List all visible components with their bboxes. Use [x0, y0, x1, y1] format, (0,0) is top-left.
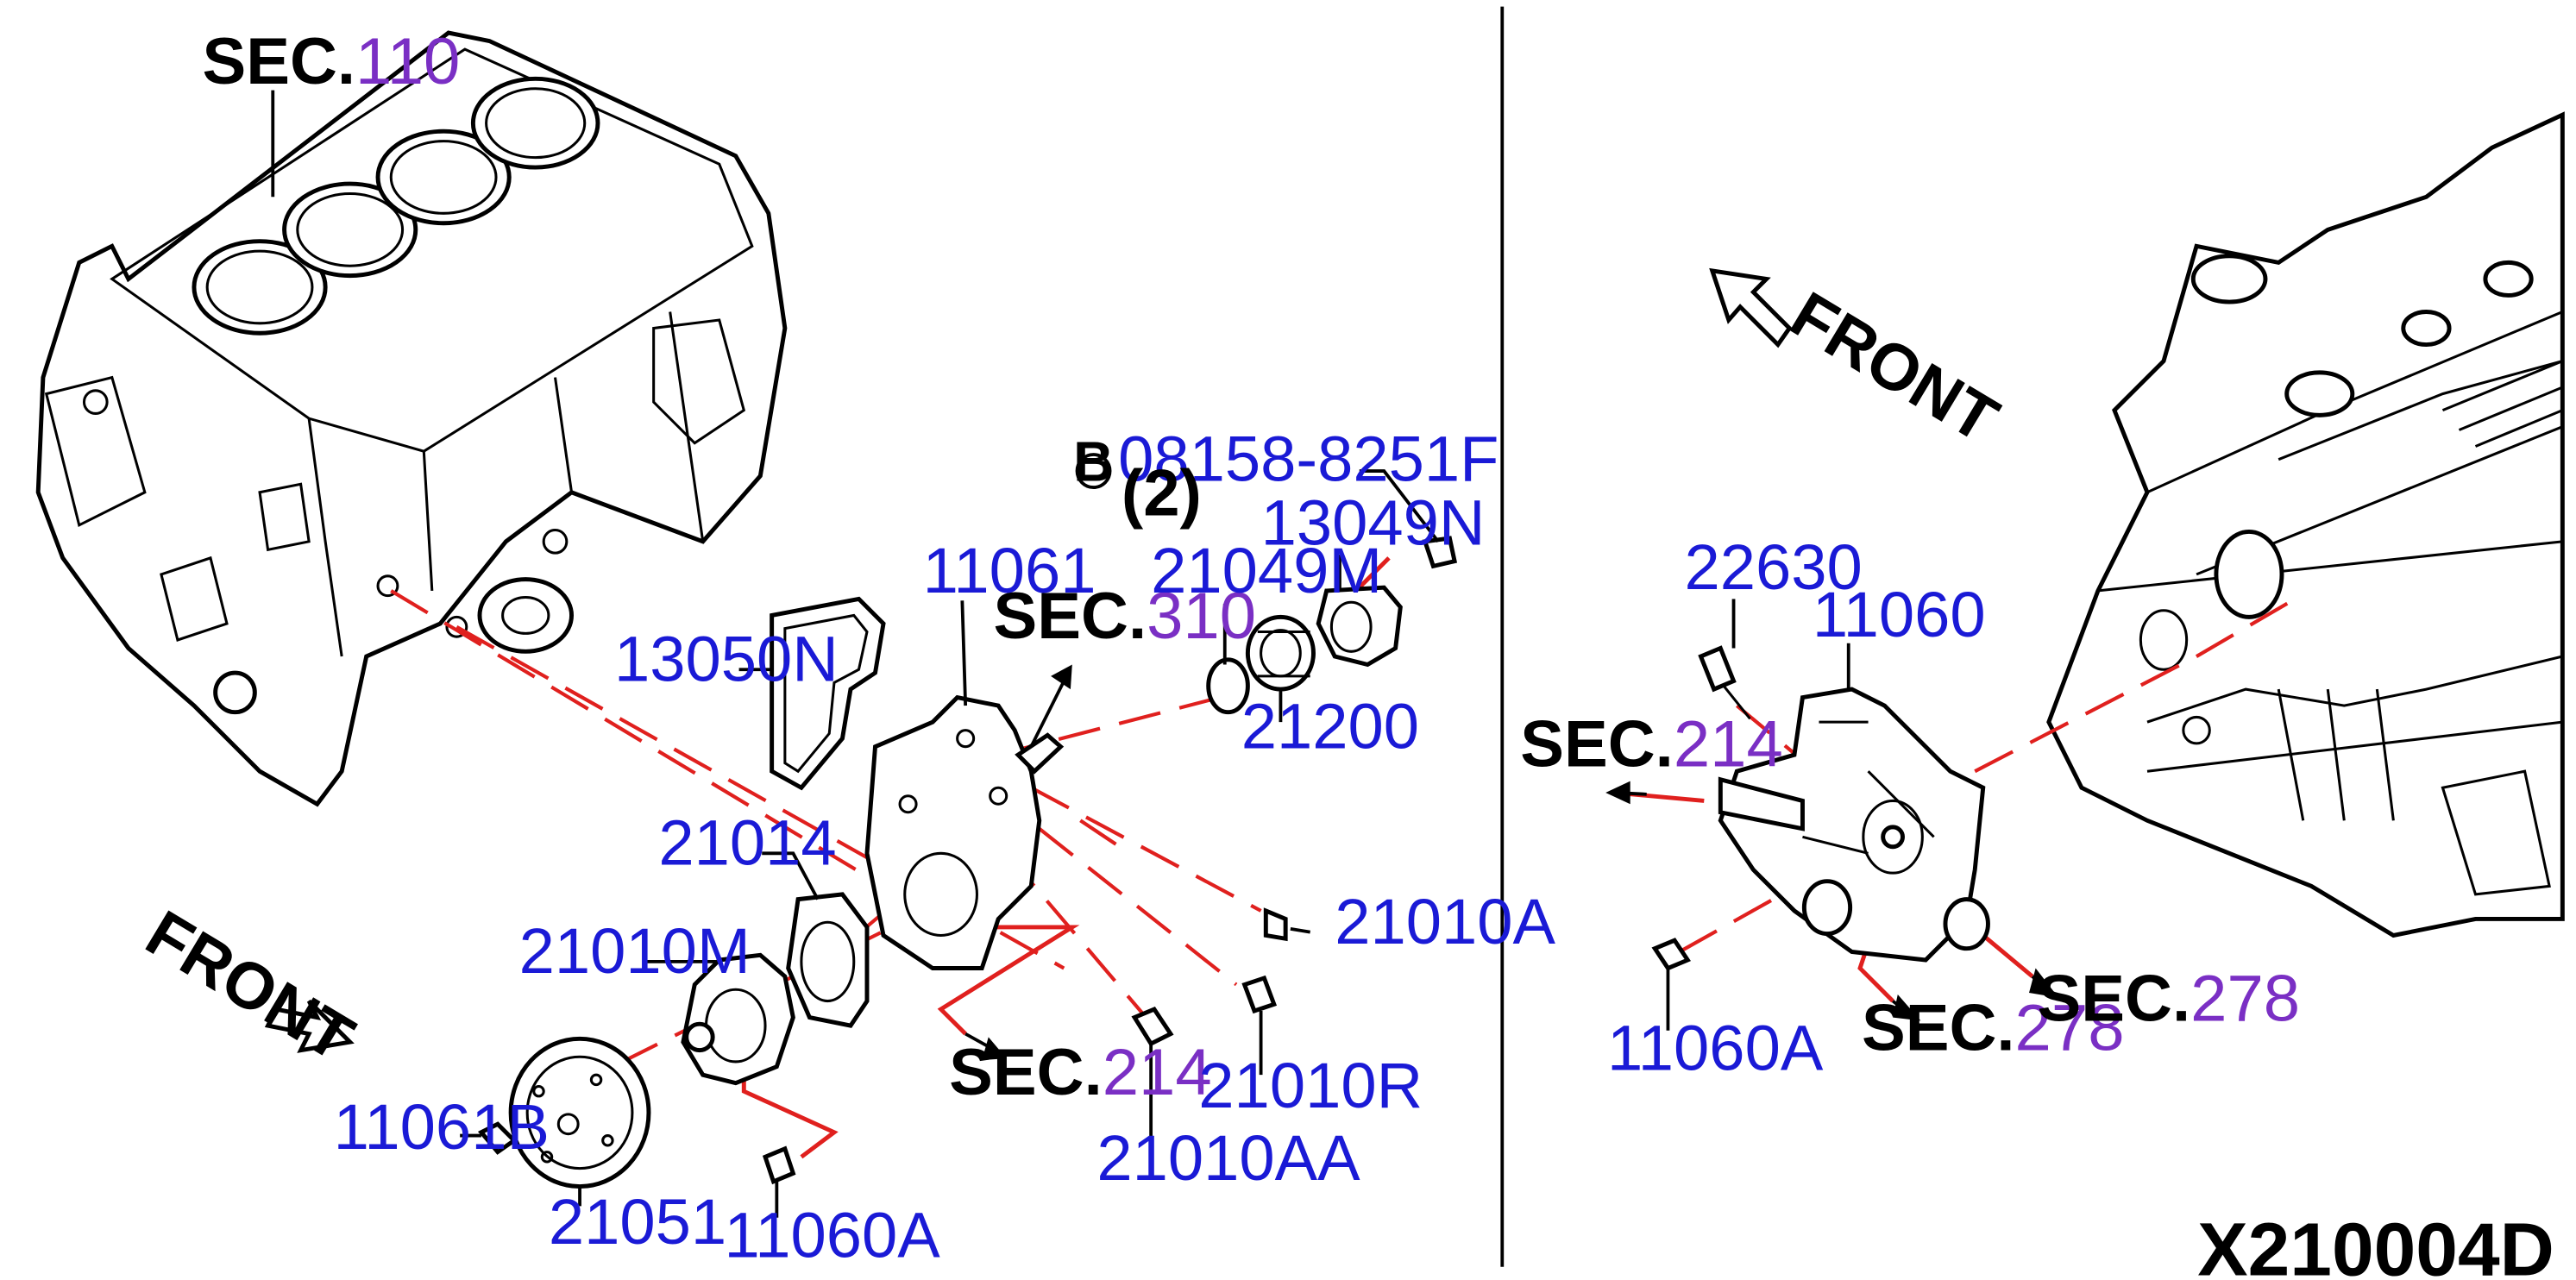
water-pump-21010M — [681, 952, 795, 1086]
part-label-22630: 22630 — [1684, 531, 1862, 603]
part-label-21010AA: 21010AA — [1096, 1122, 1360, 1194]
sec-label-278-upper: SEC.278 — [2038, 962, 2301, 1035]
quantity-label: (2) — [1122, 456, 1202, 530]
gasket-13050N — [770, 596, 886, 791]
bolts-left — [477, 536, 1458, 1185]
leader-lines-left — [271, 90, 1440, 1218]
part-label-21049M: 21049M — [1151, 535, 1382, 606]
part-label-13049N: 13049N — [1261, 487, 1486, 559]
part-label-21200: 21200 — [1241, 691, 1419, 762]
o-ring-21049M — [1206, 657, 1250, 715]
sec-label-214-left: SEC.214 — [949, 1036, 1212, 1109]
front-label-left: FRONT — [134, 896, 365, 1076]
part-label-11061: 11061 — [923, 535, 1096, 606]
part-label-13050N: 13050N — [614, 624, 839, 695]
part-label-21010M: 21010M — [519, 915, 751, 987]
svg-text:B: B — [1073, 430, 1114, 493]
diagram-code: X210004D — [2197, 1207, 2554, 1280]
part-label-21010A: 21010A — [1335, 886, 1555, 957]
front-arrow-right — [1709, 267, 1793, 348]
part-label-21010R: 21010R — [1198, 1050, 1423, 1121]
part-label-21051: 21051 — [549, 1186, 726, 1258]
sec-label-214-right: SEC.214 — [1520, 707, 1783, 781]
water-outlet-11060 — [1718, 687, 1990, 963]
part-label-21014: 21014 — [658, 807, 836, 879]
leader-lines-right — [1605, 599, 2059, 1031]
cylinder-head-illustration — [2046, 111, 2565, 938]
engine-block-illustration — [35, 30, 788, 807]
part-label-11060A-left: 11060A — [724, 1199, 940, 1271]
gasket-21014 — [786, 892, 870, 1028]
part-label-11060: 11060 — [1813, 579, 1986, 650]
temperature-sensor-22630 — [1698, 645, 1751, 720]
part-label-08158-8251F: 08158-8251F — [1118, 423, 1498, 494]
bolt-11060A-right — [1651, 938, 1691, 971]
sec-label-278-lower: SEC.278 — [1862, 992, 2125, 1065]
bolt-b-marker: B — [1073, 430, 1114, 493]
sec-label-310: SEC.310 — [993, 580, 1256, 653]
part-label-11060A-right: 11060A — [1607, 1012, 1824, 1083]
part-label-11061B: 11061B — [334, 1091, 550, 1163]
sec-label-110: SEC.110 — [202, 25, 460, 98]
thermostat-housing-13049N — [1316, 585, 1403, 668]
front-label-right: FRONT — [1779, 278, 2010, 457]
front-arrow-left — [264, 999, 355, 1053]
thermostat-21200 — [1245, 614, 1316, 692]
